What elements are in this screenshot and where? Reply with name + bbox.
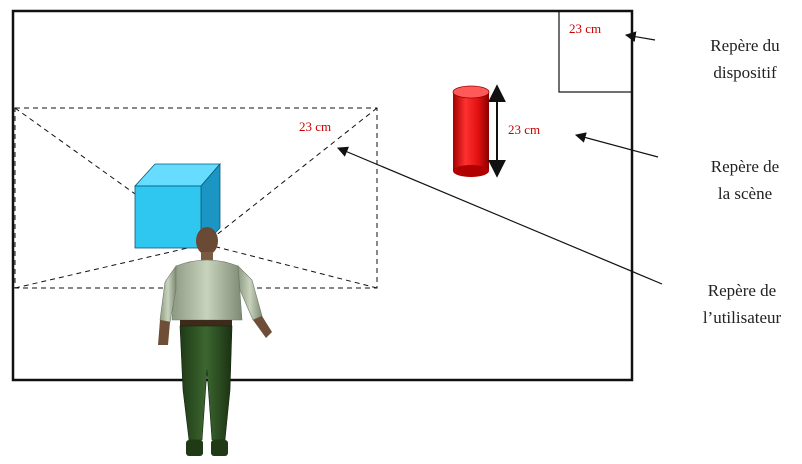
label-scene-line2: la scène [718,184,772,203]
cube-icon [134,162,221,250]
device-frame [558,10,633,93]
device-pointer-arrow [624,31,656,42]
label-user-line2: l’utilisateur [703,308,782,327]
device-measure: 23 cm [569,21,601,36]
cylinder-icon [452,85,490,177]
room-frame [11,9,634,382]
user-pointer-arrow [337,146,663,285]
label-user-line1: Repère de [708,281,776,300]
person-figure [158,227,272,456]
scene-measure: 23 cm [508,122,540,137]
scene-pointer-arrow [574,132,659,158]
label-scene-line1: Repère de [711,157,779,176]
label-device-line1: Repère du [710,36,780,55]
label-device-line2: dispositif [713,63,777,82]
user-measure: 23 cm [299,119,331,134]
